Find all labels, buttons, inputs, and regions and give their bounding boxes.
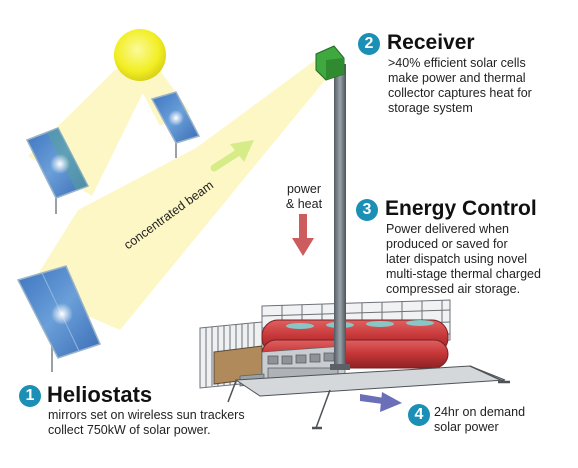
heliostats-description: mirrors set on wireless sun trackers col… — [48, 408, 245, 437]
receiver-title: Receiver — [387, 31, 475, 54]
receiver-tower — [334, 64, 346, 364]
sun-icon — [114, 29, 166, 81]
receiver-step-badge: 2 — [358, 33, 380, 55]
base-platform — [227, 365, 510, 430]
dispatch-arrow-icon — [360, 392, 402, 412]
heliostats-title: Heliostats — [47, 382, 153, 407]
on-demand-description: 24hr on demand solar power — [434, 405, 526, 434]
energy-control-description: Power delivered when produced or saved f… — [386, 222, 541, 296]
heliostat-small-icon — [150, 91, 201, 158]
energy-control-title: Energy Control — [385, 197, 537, 220]
power-heat-arrow-icon — [292, 214, 314, 256]
concentrated-beam — [28, 58, 330, 330]
power-heat-label: power & heat — [285, 182, 323, 211]
receiver-description: >40% efficient solar cells make power an… — [388, 56, 532, 115]
heliostats-step-badge: 1 — [19, 385, 41, 407]
receiver-icon — [315, 45, 345, 81]
heliostat-large-icon — [16, 265, 102, 372]
heliostat-middle-icon — [25, 127, 90, 214]
energy-control-step-badge: 3 — [356, 199, 378, 221]
beam-arrow-icon — [210, 140, 254, 172]
on-demand-step-badge: 4 — [408, 404, 430, 426]
